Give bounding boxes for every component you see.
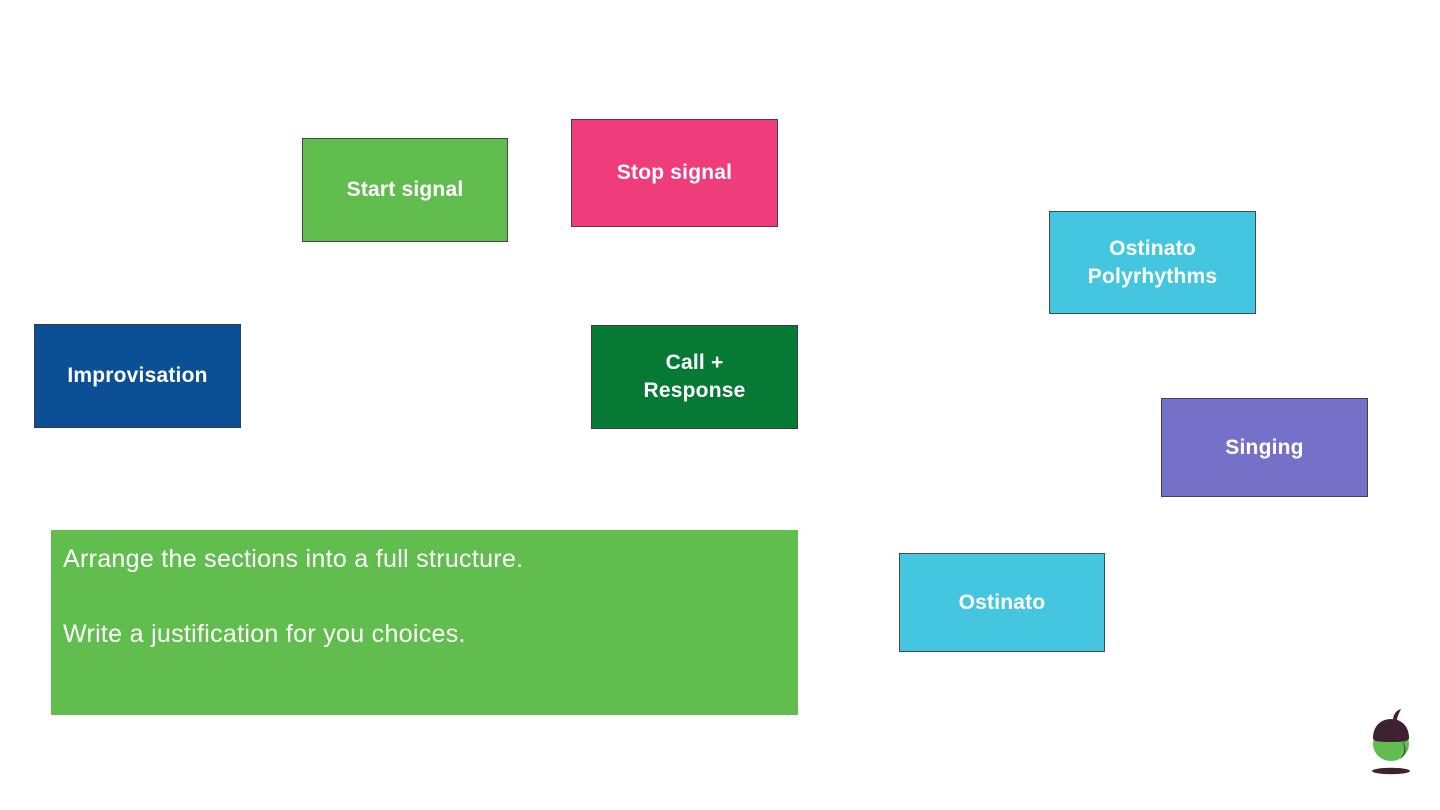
acorn-logo xyxy=(1362,708,1424,778)
task-line-justify: Write a justification for you choices. xyxy=(63,620,466,649)
card-start-signal[interactable]: Start signal xyxy=(302,138,508,242)
task-instruction-block: Arrange the sections into a full structu… xyxy=(51,530,798,715)
card-improvisation[interactable]: Improvisation xyxy=(34,324,241,428)
card-ostinato-polyrhythms[interactable]: Ostinato Polyrhythms xyxy=(1049,211,1256,314)
card-singing[interactable]: Singing xyxy=(1161,398,1368,497)
task-line-arrange: Arrange the sections into a full structu… xyxy=(63,545,524,573)
card-call-response[interactable]: Call + Response xyxy=(591,325,798,429)
card-stop-signal[interactable]: Stop signal xyxy=(571,119,778,227)
card-ostinato[interactable]: Ostinato xyxy=(899,553,1105,652)
